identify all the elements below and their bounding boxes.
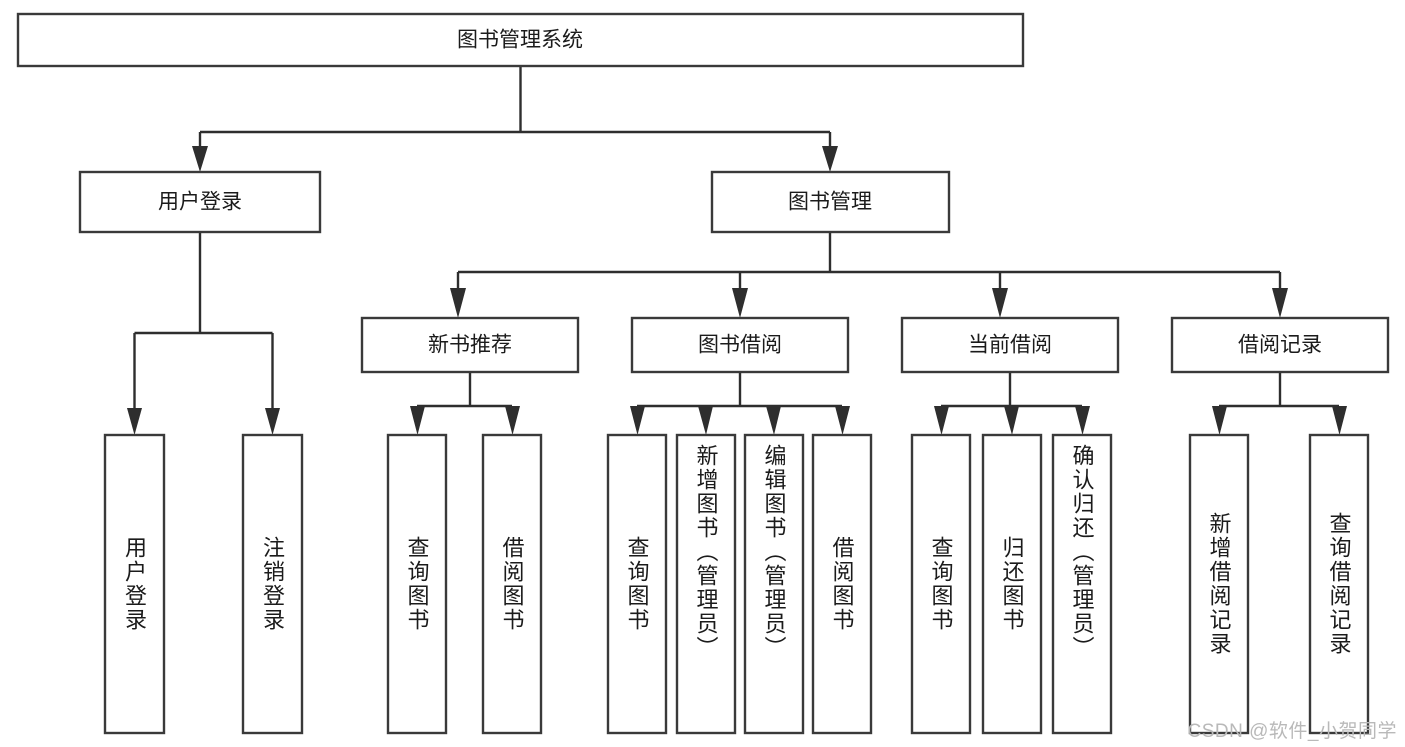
leaf-query-book-newbook-label: 查询图书: [405, 536, 430, 632]
arrow-bookmgmt-child-3: [992, 288, 1008, 318]
arrow-userlogin-leaf-1: [127, 408, 142, 435]
leaf-query-book-newbook[interactable]: 查询图书: [386, 433, 448, 735]
leaf-query-book-newbook-box[interactable]: [386, 433, 448, 735]
leaf-add-borrow-record-label: 新增借阅记录: [1207, 512, 1232, 656]
arrow-borrow-leaf-3: [766, 406, 781, 435]
leaf-add-book-admin[interactable]: 新增图书（管理员）: [675, 433, 737, 735]
leaf-logout-login[interactable]: 注销登录: [241, 433, 304, 735]
node-root-box[interactable]: [16, 12, 1025, 68]
leaf-user-login-label: 用户登录: [122, 536, 147, 632]
node-new-book-recommend-label: 新书推荐: [428, 334, 512, 357]
leaf-edit-book-admin[interactable]: 编辑图书（管理员）: [743, 433, 805, 735]
arrow-current-leaf-2: [1004, 406, 1019, 435]
node-current-borrow[interactable]: 当前借阅: [900, 316, 1120, 374]
leaf-add-book-admin-label: 新增图书（管理员）: [694, 444, 719, 660]
leaf-add-borrow-record[interactable]: 新增借阅记录: [1188, 433, 1250, 735]
leaf-borrow-book-label: 借阅图书: [830, 536, 855, 632]
arrow-newbook-leaf-2: [505, 406, 520, 435]
arrow-bookmgmt-child-4: [1272, 288, 1288, 318]
node-book-management-label: 图书管理: [788, 191, 872, 214]
arrow-borrow-leaf-1: [630, 406, 645, 435]
leaf-borrow-book-box[interactable]: [811, 433, 873, 735]
arrow-borrow-leaf-2: [698, 406, 713, 435]
node-borrow-record-label: 借阅记录: [1238, 334, 1322, 357]
leaf-return-book-label: 归还图书: [1000, 536, 1025, 632]
node-borrow-record-box[interactable]: [1170, 316, 1390, 374]
leaf-user-login[interactable]: 用户登录: [103, 433, 166, 735]
arrow-record-leaf-2: [1332, 406, 1347, 435]
leaf-borrow-book[interactable]: 借阅图书: [811, 433, 873, 735]
node-user-login-box[interactable]: [78, 170, 322, 234]
arrow-current-leaf-3: [1075, 406, 1090, 435]
arrow-record-leaf-1: [1212, 406, 1227, 435]
node-layer: 图书管理系统 用户登录 图书管理 新书推荐 图书借阅 当前: [16, 12, 1390, 735]
leaf-query-borrow-record-label: 查询借阅记录: [1327, 512, 1352, 656]
leaf-query-book-borrow-box[interactable]: [606, 433, 668, 735]
leaf-query-book-current[interactable]: 查询图书: [910, 433, 972, 735]
leaf-confirm-return-admin[interactable]: 确认归还（管理员）: [1051, 433, 1113, 735]
arrow-borrow-leaf-4: [835, 406, 850, 435]
leaf-edit-book-admin-label: 编辑图书（管理员）: [762, 444, 787, 660]
edge-layer: [127, 66, 1347, 435]
node-borrow-record[interactable]: 借阅记录: [1170, 316, 1390, 374]
leaf-edit-book-admin-box[interactable]: [743, 433, 805, 735]
leaf-add-book-admin-box[interactable]: [675, 433, 737, 735]
arrow-userlogin-leaf-2: [265, 408, 280, 435]
arrow-root-to-user-login: [192, 146, 208, 172]
leaf-query-book-borrow-label: 查询图书: [625, 536, 650, 632]
arrow-newbook-leaf-1: [410, 406, 425, 435]
node-book-management-box[interactable]: [710, 170, 951, 234]
leaf-query-book-current-label: 查询图书: [929, 536, 954, 632]
node-root-label: 图书管理系统: [457, 29, 583, 52]
leaf-borrow-book-newbook[interactable]: 借阅图书: [481, 433, 543, 735]
node-current-borrow-box[interactable]: [900, 316, 1120, 374]
node-new-book-recommend[interactable]: 新书推荐: [360, 316, 580, 374]
leaf-query-book-current-box[interactable]: [910, 433, 972, 735]
leaf-borrow-book-newbook-box[interactable]: [481, 433, 543, 735]
node-current-borrow-label: 当前借阅: [968, 334, 1052, 357]
node-new-book-recommend-box[interactable]: [360, 316, 580, 374]
node-user-login-label: 用户登录: [158, 191, 242, 214]
node-book-management[interactable]: 图书管理: [710, 170, 951, 234]
arrow-bookmgmt-child-2: [732, 288, 748, 318]
node-root[interactable]: 图书管理系统: [16, 12, 1025, 68]
node-book-borrow-box[interactable]: [630, 316, 850, 374]
arrow-root-to-book-mgmt: [822, 146, 838, 172]
leaf-query-borrow-record-box[interactable]: [1308, 433, 1370, 735]
leaf-confirm-return-admin-label: 确认归还（管理员）: [1070, 444, 1095, 660]
arrow-current-leaf-1: [934, 406, 949, 435]
leaf-add-borrow-record-box[interactable]: [1188, 433, 1250, 735]
arrow-bookmgmt-child-1: [450, 288, 466, 318]
leaf-return-book[interactable]: 归还图书: [981, 433, 1043, 735]
leaf-query-book-borrow[interactable]: 查询图书: [606, 433, 668, 735]
leaf-return-book-box[interactable]: [981, 433, 1043, 735]
leaf-logout-login-box[interactable]: [241, 433, 304, 735]
leaf-confirm-return-admin-box[interactable]: [1051, 433, 1113, 735]
leaf-query-borrow-record[interactable]: 查询借阅记录: [1308, 433, 1370, 735]
leaf-user-login-box[interactable]: [103, 433, 166, 735]
leaf-logout-login-label: 注销登录: [260, 536, 285, 632]
node-user-login[interactable]: 用户登录: [78, 170, 322, 234]
node-book-borrow-label: 图书借阅: [698, 334, 782, 357]
leaf-borrow-book-newbook-label: 借阅图书: [500, 536, 525, 632]
node-book-borrow[interactable]: 图书借阅: [630, 316, 850, 374]
